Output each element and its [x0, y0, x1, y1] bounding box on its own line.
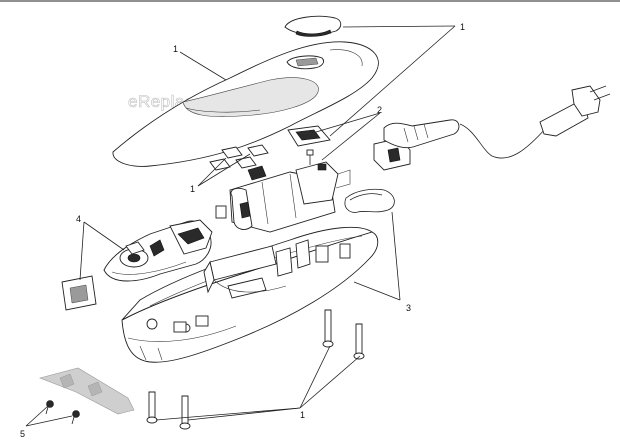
small-blade-screws [45, 400, 80, 425]
small-screw [306, 149, 314, 165]
callout-3: 3 [406, 303, 411, 313]
callout-1-bottom: 1 [300, 410, 305, 420]
blade-head-assembly [103, 219, 213, 282]
cord-assembly [373, 85, 611, 171]
callout-5: 5 [20, 429, 25, 439]
switch-assembly [287, 125, 331, 147]
callout-4: 4 [76, 214, 81, 224]
callout-1-top-left: 1 [173, 44, 178, 54]
motor-module [215, 161, 351, 233]
callout-numbers: 1 1 2 1 4 3 1 5 [20, 22, 465, 439]
top-cap-button [284, 15, 342, 37]
upper-housing-shell [112, 41, 379, 167]
callout-1-top-right: 1 [460, 22, 465, 32]
callout-2: 2 [377, 105, 382, 115]
wire-clip [344, 188, 395, 213]
callout-1-mid-left: 1 [190, 184, 195, 194]
rubber-pads [209, 144, 269, 171]
lower-base-housing [121, 226, 379, 363]
square-frame [61, 275, 97, 311]
leader-lines [25, 25, 456, 427]
cutting-blade [39, 367, 135, 415]
long-screws [146, 309, 365, 430]
